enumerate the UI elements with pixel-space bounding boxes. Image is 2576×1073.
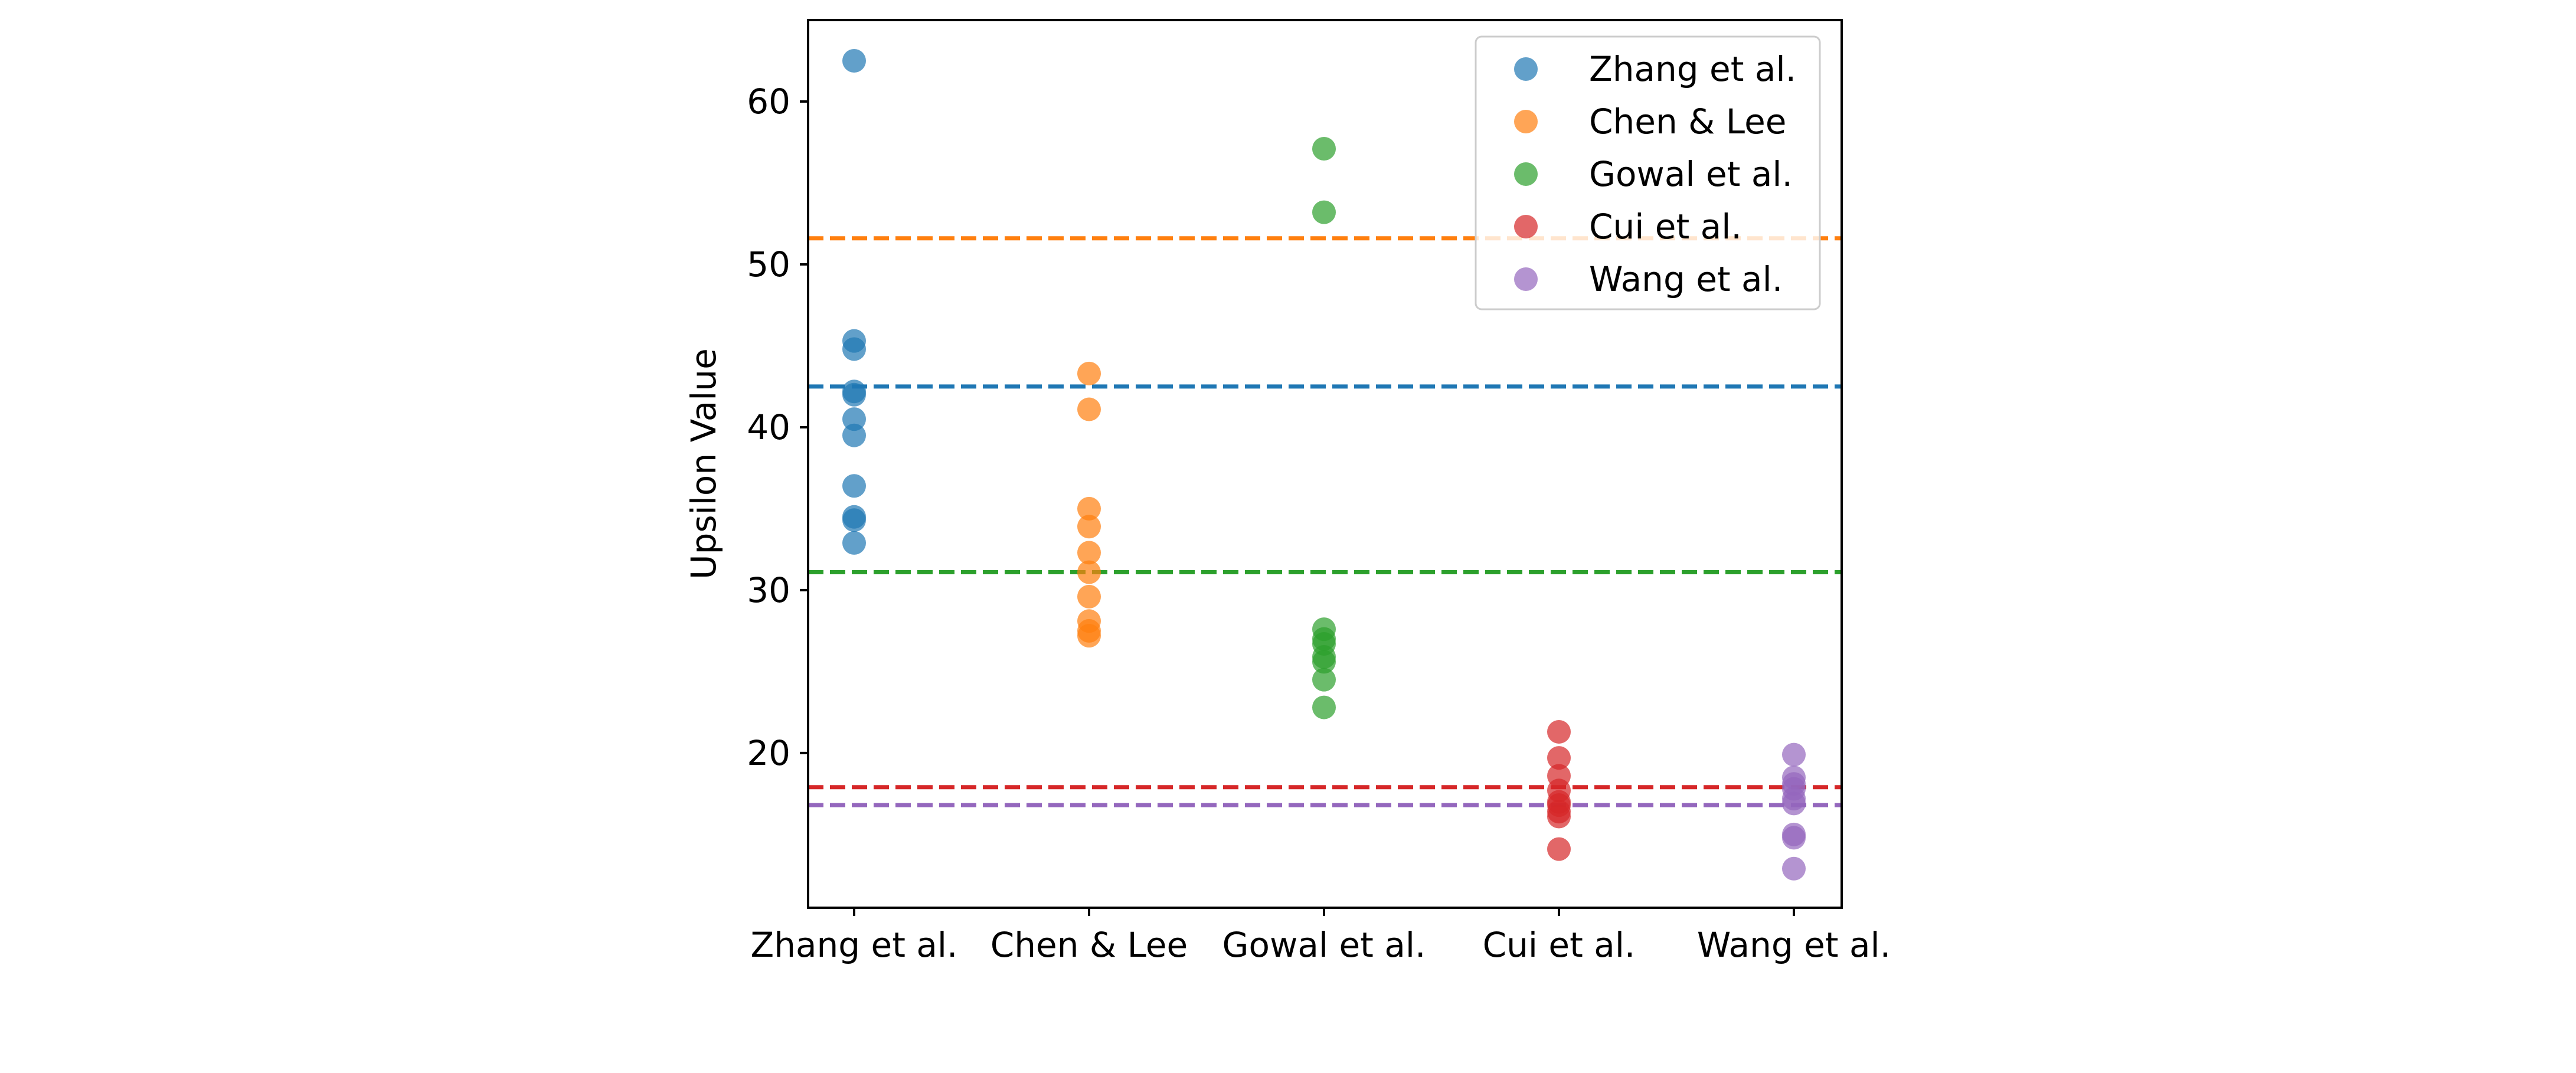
data-point	[842, 382, 866, 407]
y-tick-label: 20	[747, 733, 790, 773]
data-points	[842, 48, 1806, 881]
legend-label: Chen & Lee	[1589, 102, 1786, 142]
data-point	[1312, 695, 1336, 719]
data-point	[1077, 361, 1101, 385]
data-point	[842, 508, 866, 532]
legend-label: Zhang et al.	[1589, 49, 1796, 89]
data-point	[1312, 668, 1336, 692]
data-point	[1782, 791, 1806, 816]
data-point	[1077, 496, 1101, 521]
data-point	[1077, 560, 1101, 584]
legend-label: Wang et al.	[1589, 259, 1783, 299]
data-point	[842, 407, 866, 431]
data-point	[1312, 137, 1336, 161]
y-tick-label: 60	[747, 81, 790, 122]
data-point	[1312, 200, 1336, 224]
legend-box	[1475, 35, 1821, 310]
data-point	[1782, 826, 1806, 850]
x-tick-label: Cui et al.	[1483, 925, 1636, 965]
y-axis-label: Upsilon Value	[684, 348, 724, 580]
data-point	[842, 48, 866, 73]
data-point	[1312, 650, 1336, 674]
data-point	[1547, 804, 1571, 829]
x-tick-label: Chen & Lee	[990, 925, 1188, 965]
data-point	[1077, 541, 1101, 565]
data-point	[1077, 584, 1101, 609]
data-point	[1077, 515, 1101, 539]
data-point	[842, 337, 866, 361]
x-tick-label: Wang et al.	[1697, 925, 1891, 965]
data-point	[1077, 397, 1101, 421]
legend-marker	[1514, 57, 1538, 81]
y-tick-label: 50	[747, 244, 790, 284]
y-axis: 20 30 40 50 60	[747, 81, 808, 773]
data-point	[1077, 624, 1101, 648]
data-point	[1782, 856, 1806, 881]
y-tick-label: 30	[747, 570, 790, 610]
legend-marker	[1514, 110, 1538, 133]
y-tick-label: 40	[747, 407, 790, 447]
legend-marker	[1514, 162, 1538, 186]
x-tick-label: Zhang et al.	[750, 925, 957, 965]
mean-lines	[808, 236, 1842, 807]
x-tick-label: Gowal et al.	[1222, 925, 1426, 965]
x-axis: Zhang et al. Chen & Lee Gowal et al. Cui et…	[750, 908, 1891, 965]
data-point	[1782, 742, 1806, 767]
data-point	[1547, 719, 1571, 744]
data-point	[842, 423, 866, 447]
legend-label: Cui et al.	[1589, 207, 1742, 247]
data-point	[1547, 746, 1571, 770]
legend-marker	[1514, 215, 1538, 238]
legend-label: Gowal et al.	[1589, 154, 1793, 194]
data-point	[1547, 837, 1571, 861]
data-point	[842, 474, 866, 498]
data-point	[842, 531, 866, 555]
legend-marker	[1514, 267, 1538, 291]
